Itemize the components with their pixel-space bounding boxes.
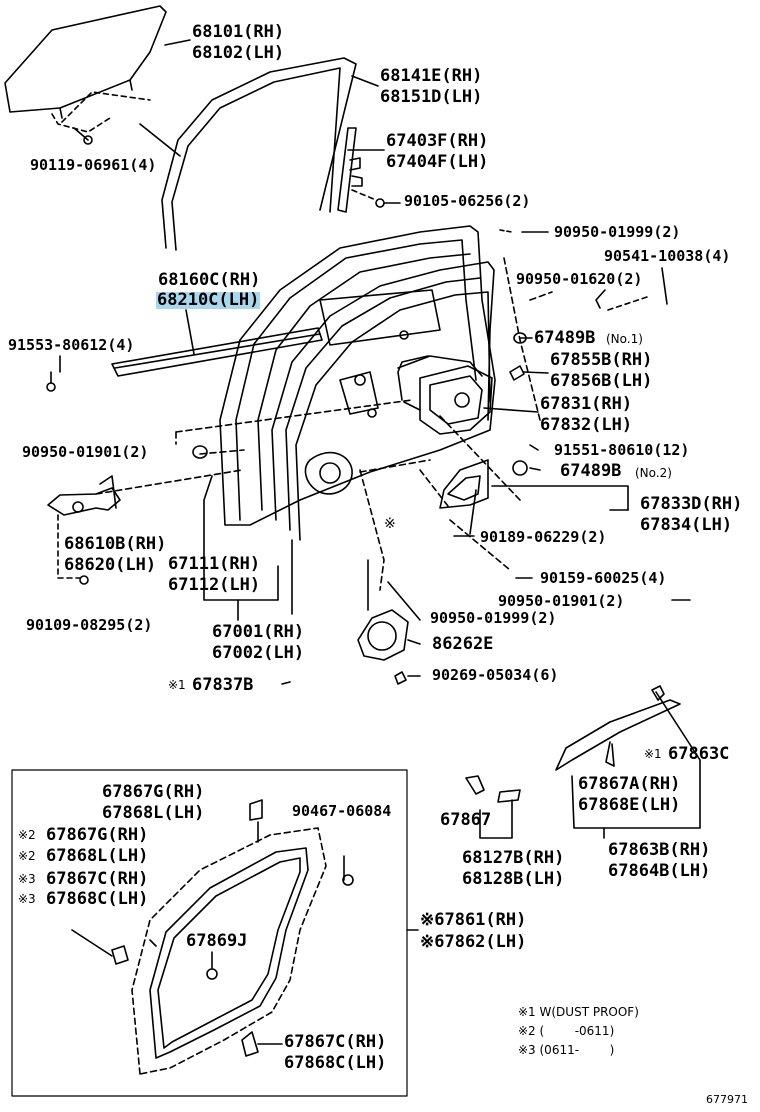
inside-handle-part: [439, 459, 489, 509]
label-90950-01901-left: 90950-01901(2): [22, 443, 149, 461]
label-90109: 90109-08295(2): [26, 616, 153, 634]
label-90950-01999-mid: 90950-01999(2): [430, 609, 557, 627]
label-67831: 67831(RH): [540, 394, 633, 414]
label-67863c-mark: ※1: [644, 747, 662, 761]
label-67855b: 67855B(RH): [550, 350, 653, 370]
label-67837b: 67837B: [192, 675, 254, 695]
label-68620: 68620(LH): [64, 555, 157, 575]
footnote-3: ※3 (0611- ): [518, 1043, 615, 1057]
label-67862: ※67862(LH): [420, 932, 527, 952]
belt-moulding-part: [111, 327, 323, 377]
footnote-1: ※1 W(DUST PROOF): [518, 1005, 639, 1019]
label-67832: 67832(LH): [540, 415, 633, 435]
label-90119: 90119-06961(4): [30, 156, 157, 174]
label-67489b-no1-sub: (No.1): [606, 332, 643, 346]
label-67868l-b: 67868L(LH): [46, 846, 149, 866]
run-channel-part: [161, 57, 357, 251]
label-90105: 90105-06256(2): [404, 192, 531, 210]
label-67867: 67867: [440, 810, 492, 830]
label-67403f: 67403F(RH): [386, 131, 489, 151]
label-91551: 91551-80610(12): [554, 441, 690, 459]
label-90950-01620: 90950-01620(2): [516, 270, 643, 288]
division-bar-part: [337, 127, 385, 213]
label-90159: 90159-60025(4): [540, 569, 667, 587]
label-67864b: 67864B(LH): [608, 861, 711, 881]
label-90269: 90269-05034(6): [432, 666, 559, 684]
door-glass-part: [4, 5, 167, 145]
label-67867c-b: 67867C(RH): [284, 1032, 387, 1052]
label-67404f: 67404F(LH): [386, 152, 489, 172]
mark-3b: ※3: [18, 892, 36, 906]
label-67867g-b: 67867G(RH): [46, 825, 149, 845]
label-90467: 90467-06084: [292, 802, 392, 820]
label-67001: 67001(RH): [212, 622, 305, 642]
clip-part: [465, 775, 521, 803]
label-68128b: 68128B(LH): [462, 869, 565, 889]
mark-2b: ※2: [18, 849, 36, 863]
label-90950-01999-top: 90950-01999(2): [554, 223, 681, 241]
label-67863c: 67863C: [668, 744, 730, 764]
label-67861: ※67861(RH): [420, 910, 527, 930]
label-67863b: 67863B(RH): [608, 840, 711, 860]
label-67868c-b: 67868C(LH): [284, 1053, 387, 1073]
label-68610b: 68610B(RH): [64, 534, 167, 554]
label-67869j: 67869J: [186, 931, 248, 951]
lock-rod-part: [509, 365, 525, 381]
label-68101: 68101(RH): [192, 22, 285, 42]
speaker-ring-part: [357, 609, 409, 685]
label-67002: 67002(LH): [212, 643, 305, 663]
label-86262e: 86262E: [432, 634, 494, 654]
label-67867c-a: 67867C(RH): [46, 869, 149, 889]
mark-2a: ※2: [18, 828, 36, 842]
label-67834: 67834(LH): [640, 515, 733, 535]
label-67856b: 67856B(LH): [550, 371, 653, 391]
footnote-2: ※2 ( -0611): [518, 1024, 615, 1038]
label-67112: 67112(LH): [168, 575, 261, 595]
mark-3a: ※3: [18, 872, 36, 886]
weatherstrip-part: [555, 685, 681, 771]
label-67867g-a: 67867G(RH): [102, 782, 205, 802]
label-67489b-no2: 67489B: [560, 461, 622, 481]
label-67837b-mark: ※1: [168, 678, 186, 692]
label-67489b-no1: 67489B: [534, 328, 596, 348]
label-67833d: 67833D(RH): [640, 494, 743, 514]
label-68151d: 68151D(LH): [380, 87, 483, 107]
label-68102: 68102(LH): [192, 43, 285, 63]
label-67111: 67111(RH): [168, 554, 261, 574]
door-seal-part: [71, 799, 354, 1075]
label-68210c-highlighted: 68210C(LH): [156, 290, 261, 310]
label-90950-01901-right: 90950-01901(2): [498, 592, 625, 610]
label-68141e: 68141E(RH): [380, 66, 483, 86]
label-67868l-a: 67868L(LH): [102, 803, 205, 823]
label-91553: 91553-80612(4): [8, 336, 135, 354]
mark-center: ※: [384, 516, 396, 532]
label-68127b: 68127B(RH): [462, 848, 565, 868]
figure-id: 677971: [706, 1093, 748, 1106]
door-panel-part: [219, 225, 496, 541]
label-90189: 90189-06229(2): [480, 528, 607, 546]
label-90541: 90541-10038(4): [604, 247, 731, 265]
label-67868e: 67868E(LH): [578, 795, 681, 815]
label-67867a: 67867A(RH): [578, 774, 681, 794]
label-67868c-a: 67868C(LH): [46, 889, 149, 909]
door-check-part: [47, 475, 121, 585]
label-68160c: 68160C(RH): [158, 270, 261, 290]
label-67489b-no2-sub: (No.2): [635, 466, 672, 480]
door-lock-part: [397, 355, 493, 435]
